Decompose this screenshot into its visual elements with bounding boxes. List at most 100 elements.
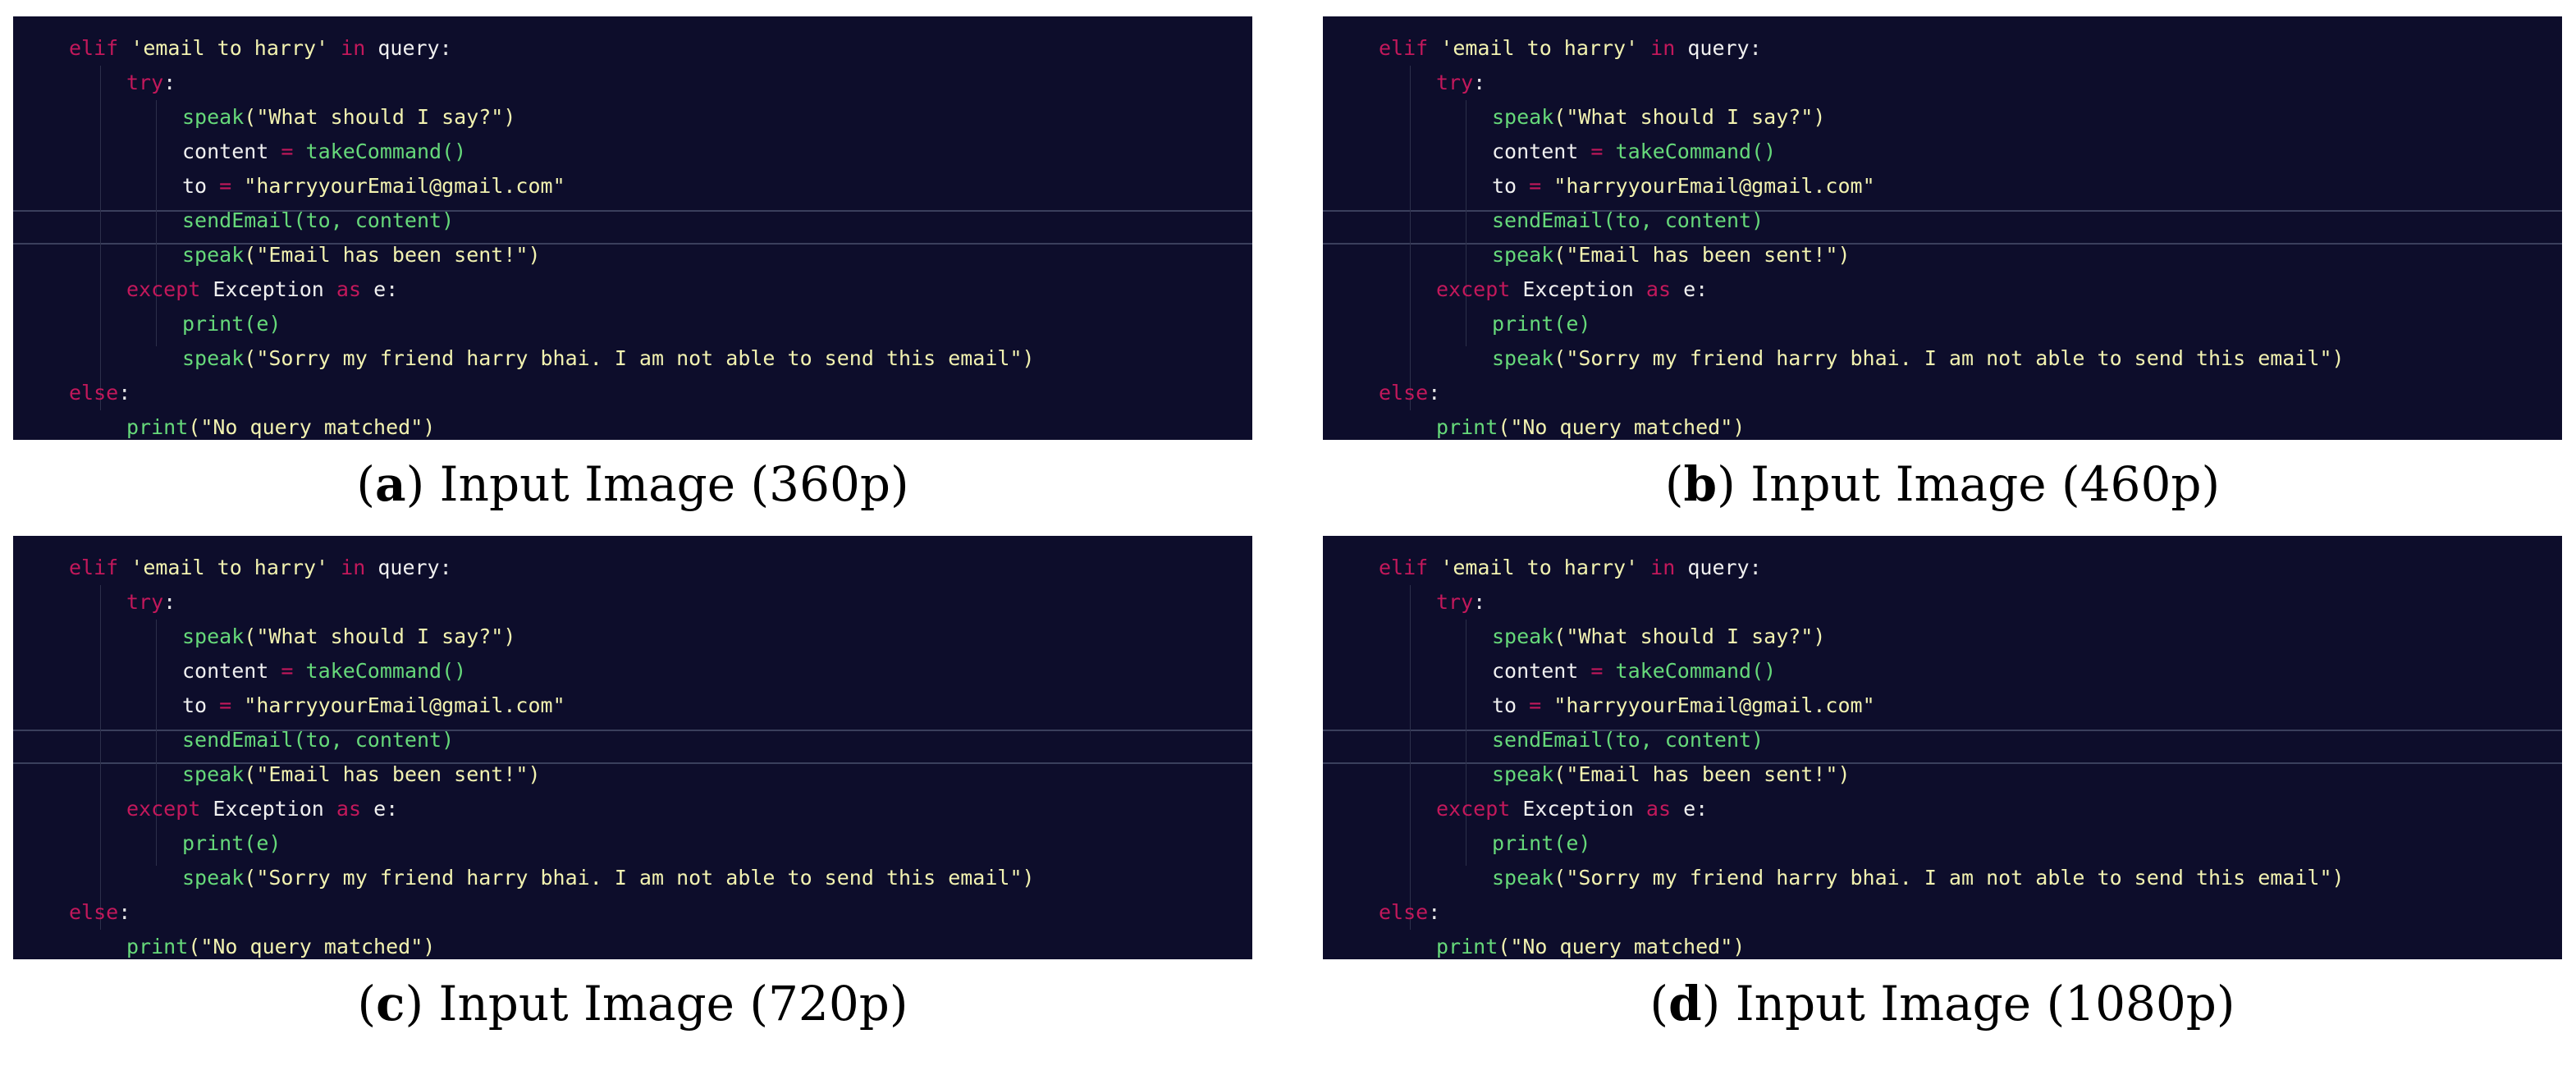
- operator: =: [281, 140, 294, 163]
- function: print: [1436, 935, 1498, 958]
- string: "Email has been sent!": [1566, 762, 1838, 786]
- panel-caption: (c) Input Image (720p): [357, 976, 908, 1032]
- caption-label: Input Image (720p): [438, 976, 908, 1032]
- code-line-sendemail: sendEmail(to, content): [13, 723, 1252, 757]
- identifier: e: [1683, 797, 1696, 821]
- caption-label: Input Image (360p): [439, 456, 909, 512]
- keyword: in: [1650, 36, 1676, 60]
- code-line-try: try:: [1436, 71, 1486, 94]
- keyword: elif: [1379, 556, 1429, 579]
- code-line-print: print(e): [1323, 826, 2562, 861]
- identifier: query: [377, 556, 440, 579]
- keyword: in: [341, 36, 366, 60]
- function: speak: [1492, 624, 1554, 648]
- keyword: try: [126, 590, 164, 614]
- function: takeCommand: [1615, 140, 1752, 163]
- panel-caption: (d) Input Image (1080p): [1649, 976, 2235, 1032]
- code-screenshot: elif 'email to harry' in query: try: spe…: [13, 536, 1252, 959]
- function: speak: [1492, 866, 1554, 890]
- keyword: in: [1650, 556, 1676, 579]
- current-line-highlight: [13, 730, 1252, 764]
- identifier: query: [1687, 36, 1750, 60]
- class-name: Exception: [213, 277, 324, 301]
- identifier: e: [1683, 277, 1696, 301]
- code-line-sendemail: sendEmail(to, content): [13, 204, 1252, 238]
- code-line-speak: speak("Sorry my friend harry bhai. I am …: [182, 866, 1035, 890]
- code-line-content: content = takeCommand(): [1492, 140, 1777, 163]
- identifier: content: [182, 140, 269, 163]
- panel-b: elif 'email to harry' in query: try: spe…: [1323, 16, 2562, 517]
- indent-guide: [100, 585, 101, 930]
- class-name: Exception: [1522, 277, 1634, 301]
- operator: =: [219, 174, 232, 198]
- function: speak: [182, 346, 245, 370]
- string: 'email to harry': [1440, 36, 1639, 60]
- identifier: to: [1492, 174, 1517, 198]
- string: "What should I say?": [1566, 624, 1814, 648]
- function: print: [182, 312, 245, 336]
- keyword: as: [1645, 277, 1672, 301]
- code-line-content: content = takeCommand(): [182, 659, 467, 683]
- function: print: [1492, 831, 1554, 855]
- panel-a: elif 'email to harry' in query: try: spe…: [13, 16, 1252, 517]
- code-line-speak: speak("Email has been sent!"): [182, 243, 541, 267]
- code-line-speak: speak("What should I say?"): [182, 105, 516, 129]
- code-line-speak: speak("Sorry my friend harry bhai. I am …: [182, 346, 1035, 370]
- code-line-speak: speak("What should I say?"): [1492, 624, 1826, 648]
- function: sendEmail: [182, 208, 294, 232]
- keyword: as: [336, 797, 362, 821]
- keyword: except: [1436, 277, 1511, 301]
- string: "What should I say?": [1566, 105, 1814, 129]
- caption-tag: a: [375, 456, 406, 512]
- code-line-print: print("No query matched"): [1436, 415, 1746, 439]
- function: speak: [182, 624, 245, 648]
- arguments: (e): [1553, 312, 1591, 336]
- class-name: Exception: [1522, 797, 1634, 821]
- indent-guide: [156, 100, 157, 346]
- indent-guide: [100, 66, 101, 410]
- identifier: content: [1492, 140, 1579, 163]
- keyword: except: [126, 277, 201, 301]
- code-line-speak: speak("Sorry my friend harry bhai. I am …: [1492, 866, 2345, 890]
- indent-guide: [156, 620, 157, 866]
- keyword: except: [1436, 797, 1511, 821]
- function: speak: [182, 105, 245, 129]
- code-line-to: to = "harryyourEmail@gmail.com": [13, 688, 1252, 723]
- current-line-highlight: [1323, 730, 2562, 764]
- string: "No query matched": [1510, 935, 1733, 958]
- code-line-sendemail: sendEmail(to, content): [1323, 723, 2562, 757]
- code-line-elif: elif 'email to harry' in query:: [69, 36, 452, 60]
- function: sendEmail: [1492, 728, 1604, 752]
- operator: =: [1529, 693, 1542, 717]
- code-screenshot: elif 'email to harry' in query: try: spe…: [1323, 16, 2562, 440]
- keyword: else: [69, 381, 119, 405]
- function: takeCommand: [305, 140, 442, 163]
- caption-tag: d: [1668, 976, 1702, 1032]
- panel-caption: (a) Input Image (360p): [356, 456, 909, 512]
- function: takeCommand: [1615, 659, 1752, 683]
- function: print: [182, 831, 245, 855]
- arguments: (e): [1553, 831, 1591, 855]
- keyword: except: [126, 797, 201, 821]
- identifier: content: [182, 659, 269, 683]
- code-line-content: content = takeCommand(): [182, 140, 467, 163]
- keyword: as: [336, 277, 362, 301]
- string: "What should I say?": [256, 624, 504, 648]
- code-line-speak: speak("Email has been sent!"): [1492, 762, 1851, 786]
- string: "No query matched": [200, 935, 423, 958]
- arguments: (to, content): [293, 208, 455, 232]
- code-line-print: print(e): [13, 826, 1252, 861]
- identifier: to: [1492, 693, 1517, 717]
- string: "No query matched": [1510, 415, 1733, 439]
- string: "Sorry my friend harry bhai. I am not ab…: [1566, 346, 2332, 370]
- string: 'email to harry': [130, 36, 329, 60]
- function: print: [126, 935, 189, 958]
- function: speak: [182, 762, 245, 786]
- code-line-to: to = "harryyourEmail@gmail.com": [1323, 688, 2562, 723]
- current-line-highlight: [13, 210, 1252, 245]
- identifier: content: [1492, 659, 1579, 683]
- class-name: Exception: [213, 797, 324, 821]
- function: print: [1492, 312, 1554, 336]
- code-line-except: except Exception as e:: [1436, 797, 1709, 821]
- string: "Sorry my friend harry bhai. I am not ab…: [256, 346, 1023, 370]
